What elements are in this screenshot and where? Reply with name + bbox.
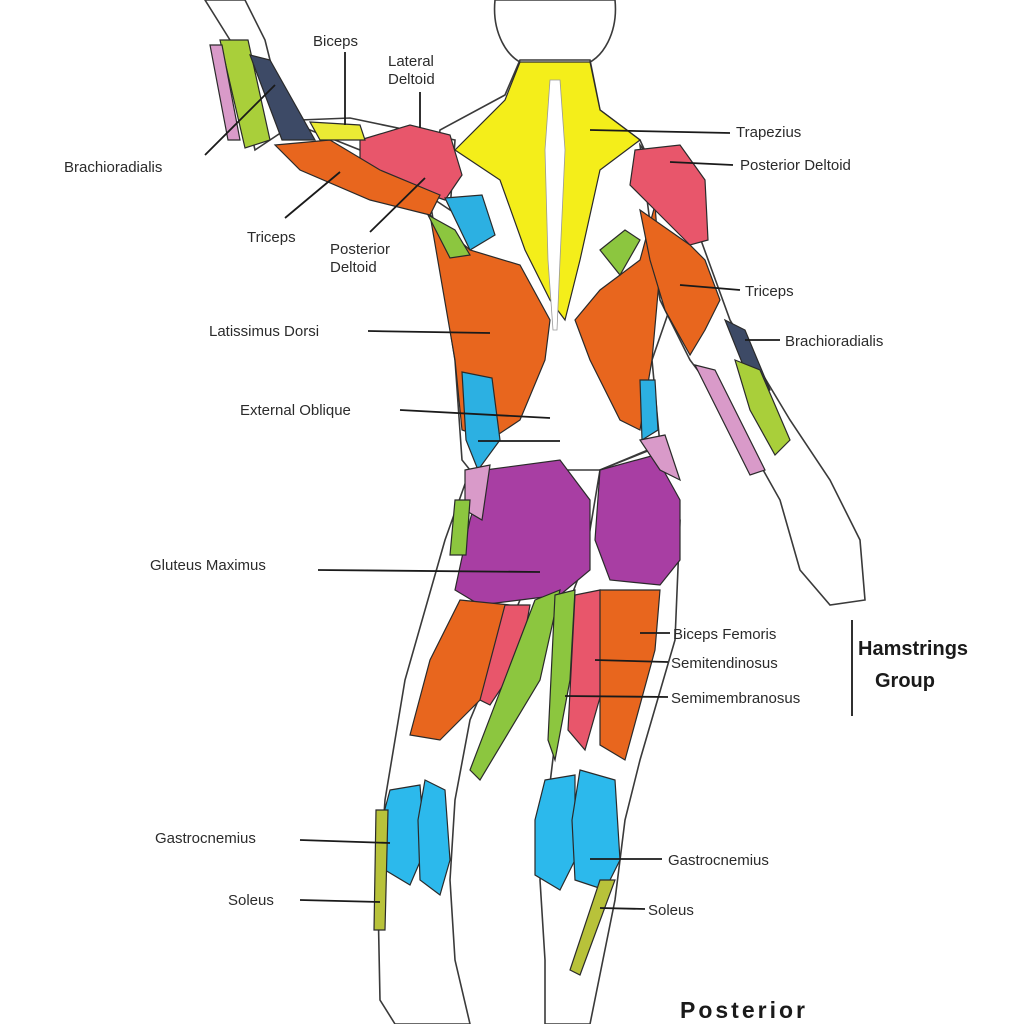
gluteus-medius-left: [464, 464, 491, 521]
semitendinosus-right: [567, 589, 606, 752]
external-oblique-left: [461, 371, 501, 472]
soleus-right: [569, 879, 616, 976]
label-posterior-deltoid-left-l2: Deltoid: [330, 259, 377, 276]
teres-left: [444, 194, 496, 251]
forearm-dark-left: [249, 54, 317, 141]
label-lateral-deltoid-l1: Lateral: [388, 53, 434, 70]
label-soleus-right: Soleus: [648, 902, 694, 919]
teres-green-left: [426, 213, 471, 259]
labels: Biceps Lateral Deltoid Brachioradialis T…: [64, 33, 968, 1023]
label-biceps-left: Biceps: [313, 33, 358, 50]
label-lateral-deltoid-l2: Deltoid: [388, 71, 435, 88]
forearm-green-right: [734, 358, 791, 456]
latissimus-dorsi-left: [429, 213, 551, 441]
label-semimembranosus: Semimembranosus: [671, 690, 800, 707]
label-semitendinosus: Semitendinosus: [671, 655, 778, 672]
external-oblique-right: [639, 379, 659, 442]
spine-groove: [544, 79, 566, 331]
label-gastrocnemius-left: Gastrocnemius: [155, 830, 256, 847]
label-biceps-femoris: Biceps Femoris: [673, 626, 776, 643]
head: [493, 0, 617, 67]
posterior-deltoid-right: [629, 144, 709, 246]
gluteus-maximus-right: [594, 454, 681, 586]
soleus-left: [373, 809, 389, 931]
gastrocnemius-right-medial: [571, 769, 621, 891]
label-posterior-deltoid-right: Posterior Deltoid: [740, 157, 851, 174]
view-title: Posterior: [680, 997, 808, 1023]
hamstrings-group-line2: Group: [875, 670, 935, 692]
forearm-pink-left: [209, 44, 241, 141]
gastrocnemius-left-medial: [417, 779, 451, 897]
triceps-right: [639, 208, 721, 357]
label-triceps-right: Triceps: [745, 283, 794, 300]
biceps-left: [308, 121, 366, 141]
label-external-oblique: External Oblique: [240, 402, 351, 419]
hamstrings-group-line1: Hamstrings: [858, 638, 968, 660]
adductor-left: [469, 589, 561, 781]
label-brachioradialis-left: Brachioradialis: [64, 159, 162, 176]
label-latissimus-dorsi: Latissimus Dorsi: [209, 323, 319, 340]
muscles: [209, 39, 791, 976]
label-triceps-left: Triceps: [247, 229, 296, 246]
gluteus-medius-right: [639, 434, 682, 482]
label-brachioradialis-right: Brachioradialis: [785, 333, 883, 350]
forearm-pink-right: [693, 364, 766, 476]
label-trapezius: Trapezius: [736, 124, 801, 141]
label-gastrocnemius-right: Gastrocnemius: [668, 852, 769, 869]
gastrocnemius-right-lateral: [534, 774, 576, 891]
semimembranosus-right: [547, 589, 576, 763]
leader-lines: [204, 52, 853, 910]
label-soleus-left: Soleus: [228, 892, 274, 909]
label-posterior-deltoid-left-l1: Posterior: [330, 241, 390, 258]
tensor-left: [449, 499, 471, 556]
triceps-left: [273, 139, 441, 216]
label-gluteus-maximus: Gluteus Maximus: [150, 557, 266, 574]
forearm-green-left: [219, 39, 271, 149]
teres-green-right: [599, 229, 641, 277]
